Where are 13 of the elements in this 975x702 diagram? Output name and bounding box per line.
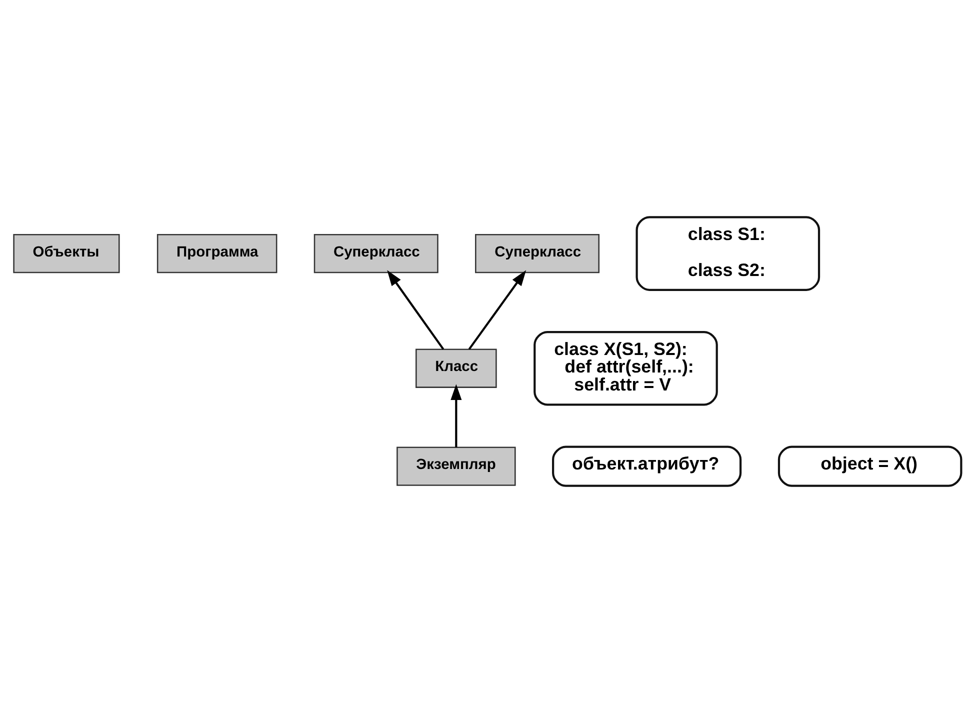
arrow (387, 270, 444, 350)
arrow (468, 270, 526, 350)
node-box: class S1: class S2: (636, 216, 820, 290)
node-box: Класс (416, 348, 497, 388)
node-box: Программа (156, 233, 278, 273)
node-box: class X(S1, S2): def attr(self,...): self.attr = V (534, 330, 718, 406)
node-box: Экземпляр (396, 446, 516, 486)
arrow (450, 384, 462, 447)
node-box: Суперкласс (475, 233, 600, 273)
node-box: Суперкласс (314, 233, 438, 273)
node-box: объект.атрибут? (552, 445, 742, 486)
node-box: Объекты (13, 233, 120, 273)
node-box: object = X() (778, 445, 962, 486)
